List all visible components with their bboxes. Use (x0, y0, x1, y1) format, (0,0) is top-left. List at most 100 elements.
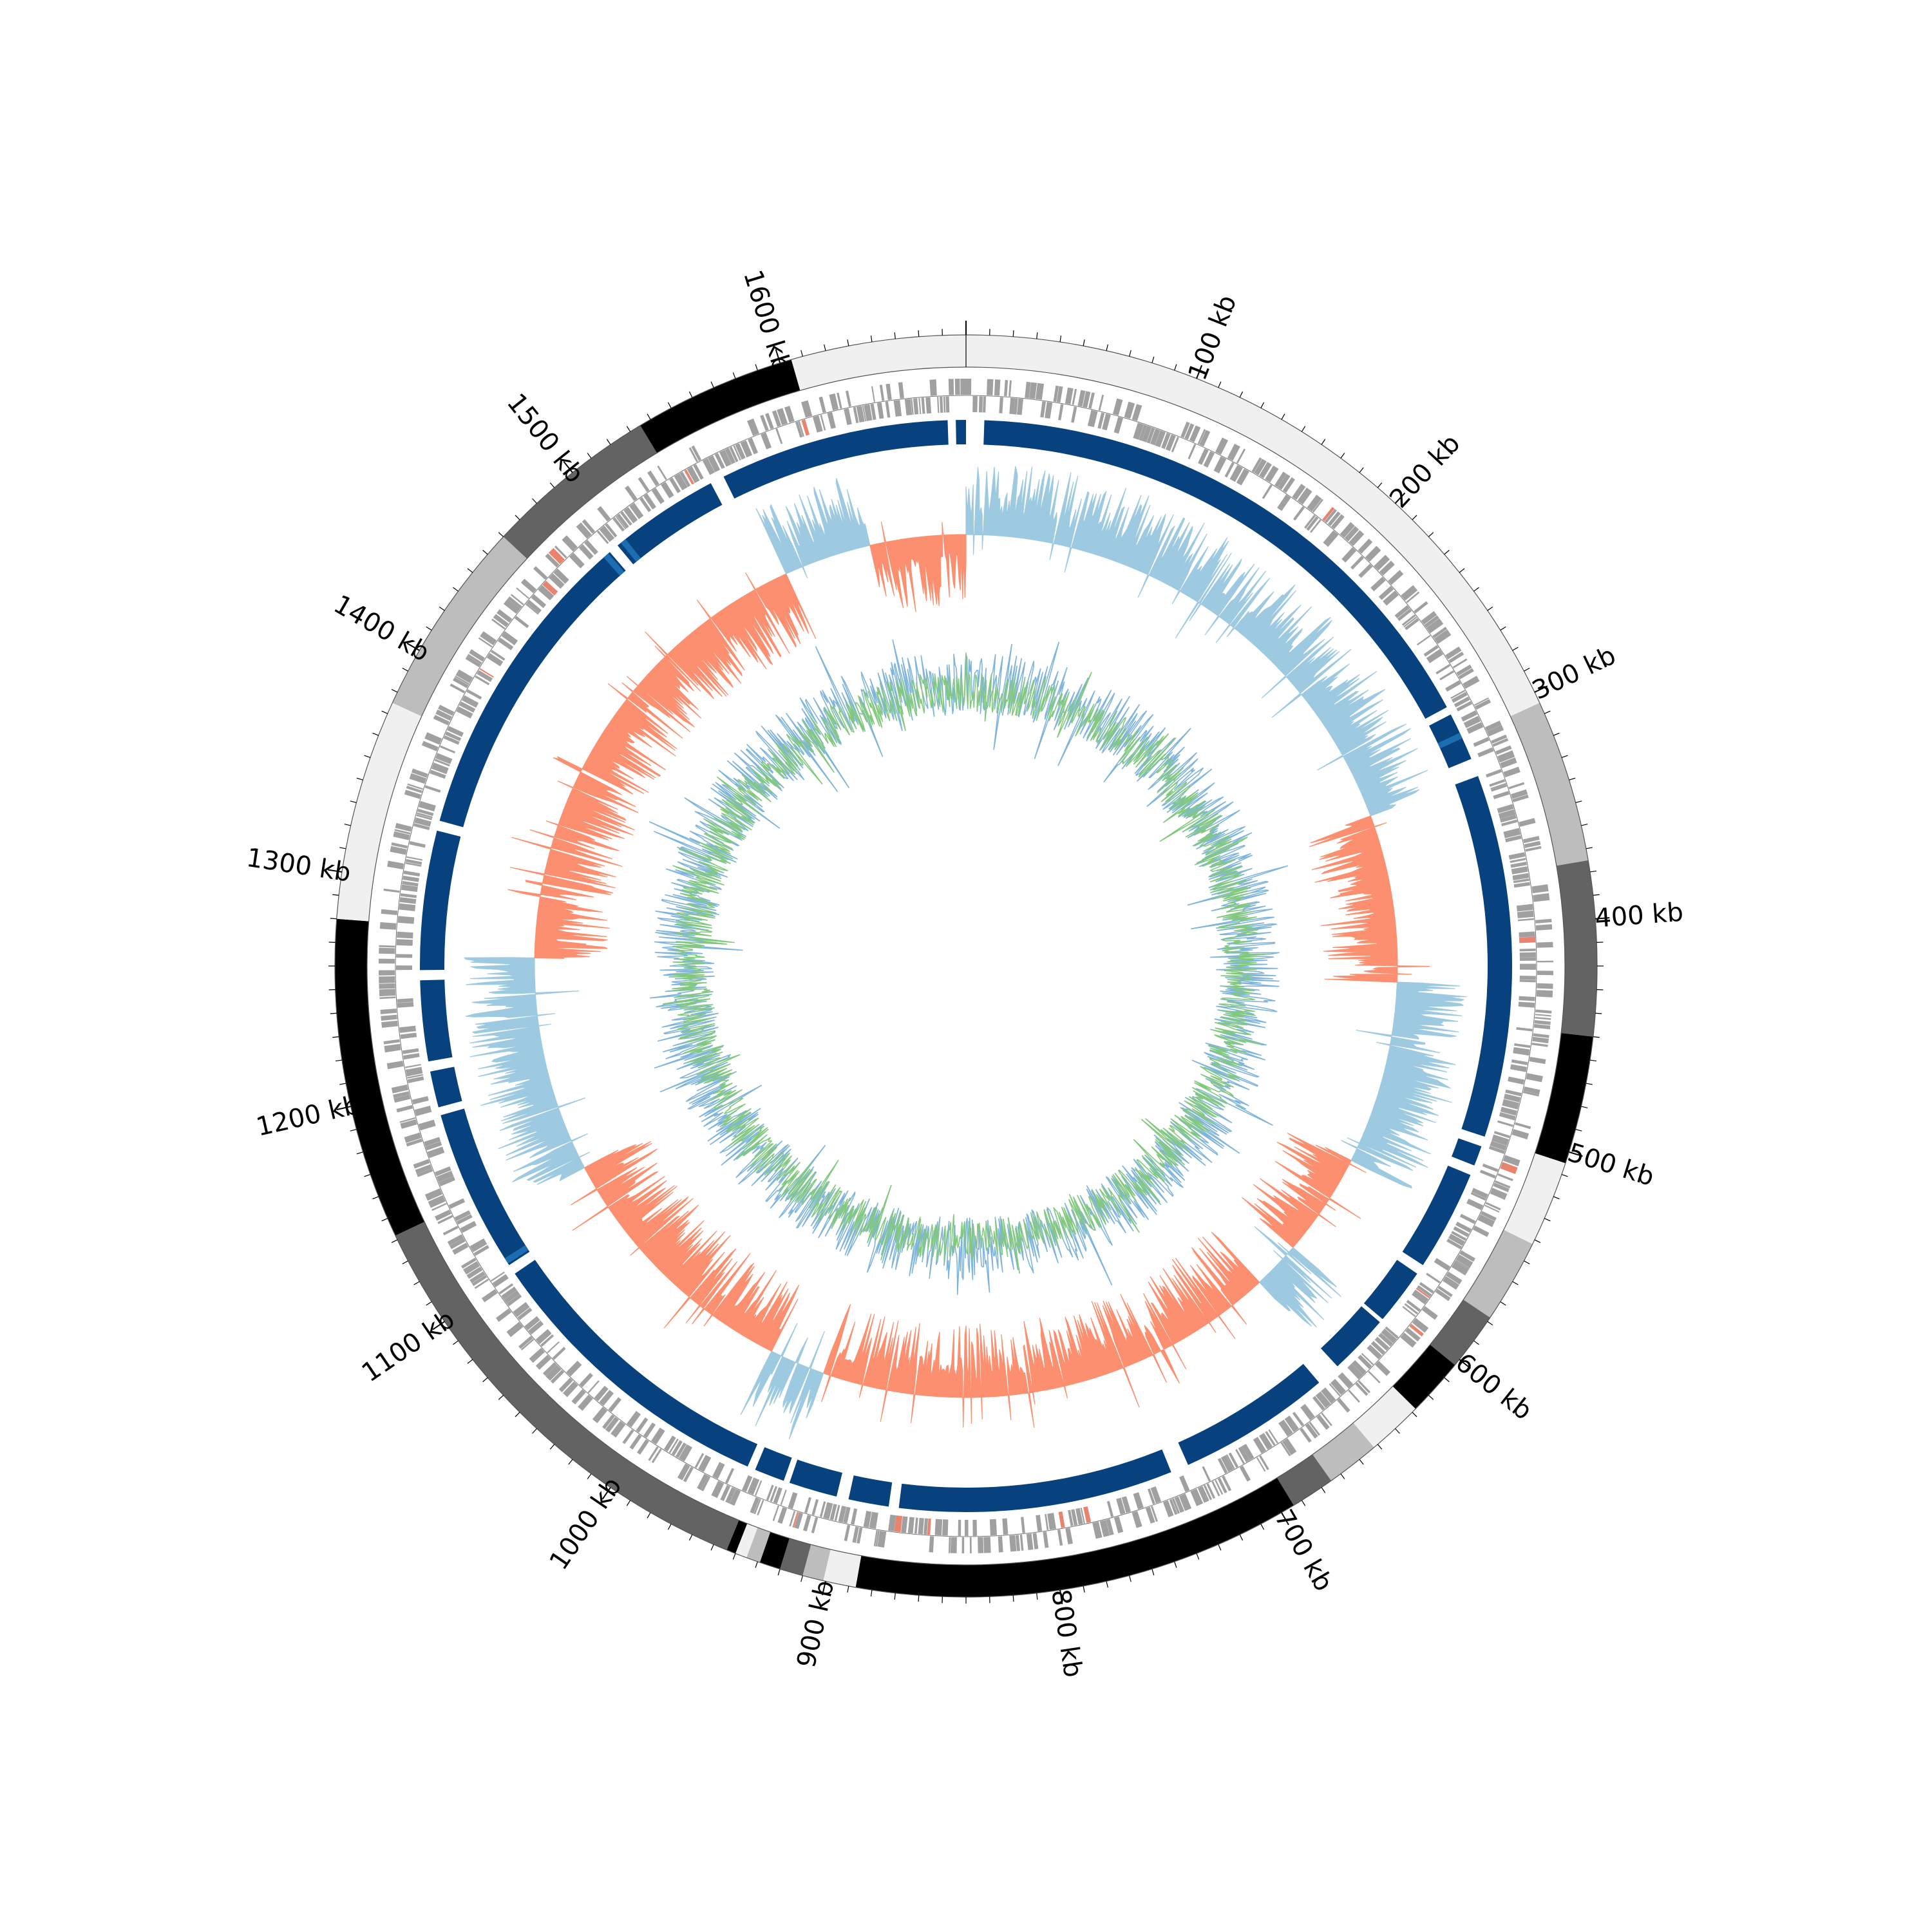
gene-feature (1402, 1306, 1416, 1318)
gene-feature (550, 1369, 565, 1384)
minor-tick (1444, 549, 1450, 555)
tick-label-900kb: 900 kb (791, 1577, 840, 1670)
gene-feature (1500, 1106, 1517, 1116)
gene-feature (419, 800, 436, 812)
major-tick (1281, 1512, 1289, 1526)
gc-skew-negative (570, 1141, 799, 1352)
gene-feature (1482, 1163, 1499, 1172)
gene-feature (698, 1455, 712, 1472)
gene-feature (1513, 878, 1530, 884)
gene-feature (714, 453, 725, 469)
gene-feature (407, 1076, 424, 1083)
minor-tick (1359, 467, 1364, 473)
gene-feature (576, 522, 592, 539)
minor-tick (1569, 777, 1576, 781)
gene-feature (1488, 1146, 1506, 1155)
gene-feature (1403, 616, 1417, 628)
gene-feature (969, 1537, 972, 1553)
minor-tick (1500, 1301, 1506, 1306)
gene-feature (503, 598, 520, 614)
gene-feature (501, 631, 518, 646)
gene-feature (1235, 1449, 1245, 1464)
gene-feature (1292, 1412, 1305, 1426)
minor-tick (439, 606, 445, 611)
gene-feature (1340, 522, 1355, 538)
minor-tick (402, 667, 408, 672)
gene-feature (1490, 1141, 1507, 1151)
gene-feature (406, 786, 422, 793)
minor-tick (1512, 647, 1519, 651)
major-tick (406, 643, 420, 651)
gene-feature (1375, 1361, 1391, 1376)
gene-feature (510, 594, 524, 605)
major-tick (601, 1487, 611, 1500)
gene-feature (795, 421, 803, 438)
gene-feature (1099, 1519, 1110, 1537)
gene-feature (1262, 484, 1273, 499)
gene-feature (1029, 382, 1037, 399)
gene-feature (393, 831, 410, 840)
gene-feature (620, 511, 632, 526)
gene-feature (679, 471, 691, 488)
gene-feature (450, 1238, 466, 1249)
contig-segment (855, 1477, 1294, 1598)
gene-feature (1014, 398, 1018, 415)
gene-feature (1329, 1383, 1341, 1397)
gene-feature (1516, 1027, 1533, 1032)
gene-feature (379, 983, 395, 989)
gene-feature (1133, 1492, 1144, 1510)
gene-feature (843, 1506, 851, 1524)
gene-feature (1434, 629, 1452, 645)
minor-tick (1196, 1553, 1200, 1560)
syntenic-block (789, 1459, 842, 1497)
gene-feature (724, 448, 736, 464)
gene-feature (447, 726, 464, 737)
gene-feature (402, 1048, 419, 1054)
gene-feature (400, 893, 417, 898)
gene-feature (383, 1039, 400, 1045)
gene-feature (1503, 828, 1521, 838)
gene-feature (729, 1488, 741, 1506)
gene-feature (622, 1429, 634, 1444)
gene-feature (469, 1271, 486, 1283)
gene-feature (757, 1499, 764, 1516)
gene-feature (1355, 1382, 1368, 1396)
gene-feature (761, 432, 772, 450)
minor-tick (1575, 800, 1582, 803)
minor-tick (1377, 1444, 1383, 1450)
gene-feature (453, 677, 469, 688)
contig-segment (823, 1549, 862, 1587)
minor-tick (1301, 426, 1306, 432)
minor-tick (344, 824, 351, 826)
gene-feature (720, 1484, 731, 1501)
gene-feature (1502, 1099, 1520, 1110)
gene-feature (404, 790, 421, 799)
gene-feature (1426, 618, 1444, 634)
minor-tick (1151, 356, 1155, 363)
gene-feature (1259, 462, 1272, 478)
gene-feature (1463, 715, 1481, 728)
gene-feature (1331, 1379, 1346, 1396)
gene-feature (1470, 1191, 1486, 1201)
minor-tick (339, 1083, 346, 1085)
gene-feature (1511, 866, 1528, 875)
gene-feature (1058, 404, 1064, 421)
gene-feature (1015, 1535, 1021, 1551)
gc-skew-negative (869, 521, 967, 612)
gene-feature (1180, 421, 1190, 439)
gene-feature (1406, 1300, 1421, 1312)
gene-feature (1297, 488, 1312, 505)
syntenic-block (419, 830, 461, 971)
gene-feature (406, 856, 423, 861)
gene-feature (1404, 1303, 1419, 1315)
gene-feature (1124, 401, 1135, 419)
gene-feature (772, 410, 782, 427)
contig-segment (1392, 1344, 1455, 1409)
feature-track (379, 379, 1553, 1553)
gene-feature (1405, 1327, 1421, 1342)
gene-feature (740, 440, 753, 458)
gene-feature (1203, 451, 1215, 468)
gene-feature (661, 482, 674, 498)
minor-tick (532, 498, 537, 504)
gene-feature (1009, 397, 1016, 415)
